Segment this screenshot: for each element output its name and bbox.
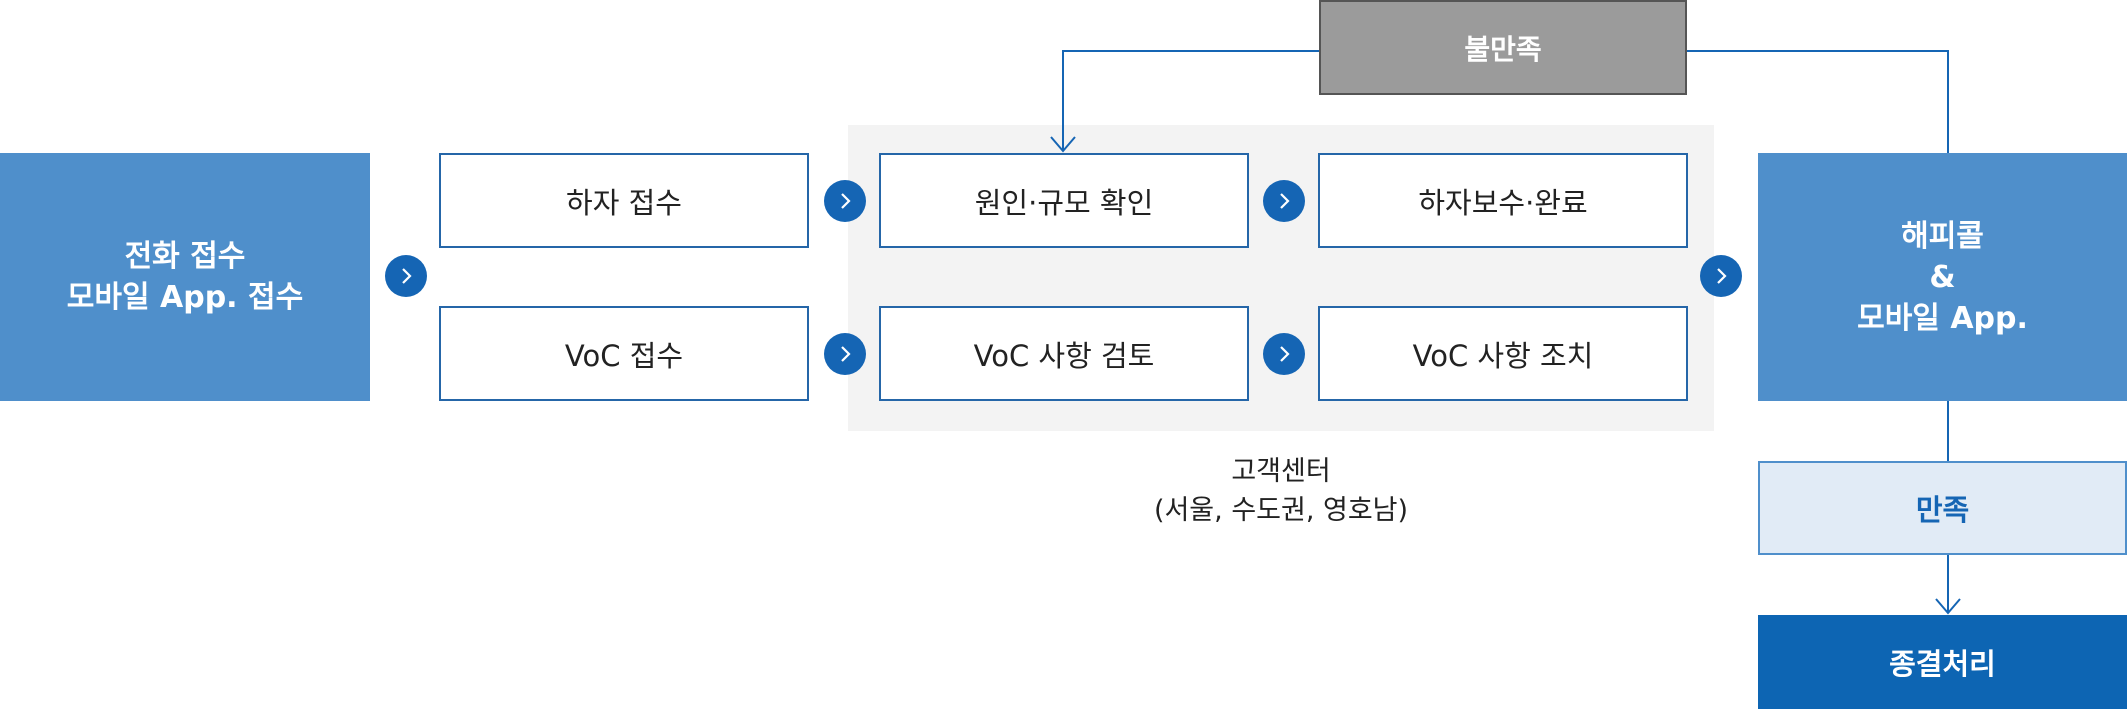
closing-label: 종결처리 [1889,647,1996,681]
chevron-right-icon [824,333,866,375]
cause-check-box: 원인·규모 확인 [879,153,1249,248]
dissatisfied-return-line [1062,50,1319,151]
chevron-right-icon [1263,180,1305,222]
happy-call-label: 해피콜 [1901,218,1984,254]
app-receipt-label: 모바일 App. 접수 [66,280,304,315]
repair-complete-label: 하자보수·완료 [1418,185,1588,220]
dissatisfied-label: 불만족 [1464,32,1542,66]
chevron-right-icon [1263,333,1305,375]
chevron-right-icon [824,180,866,222]
closing-arrowhead [1935,598,1961,615]
voc-receipt-box: VoC 접수 [439,306,809,401]
happy-call-box: 해피콜 & 모바일 App. [1758,153,2127,401]
satisfied-label: 만족 [1915,493,1970,527]
dissatisfied-arrowhead [1050,136,1076,153]
ampersand-label: & [1929,259,1956,295]
satisfied-box: 만족 [1758,461,2127,555]
chevron-right-icon [385,255,427,297]
cause-check-label: 원인·규모 확인 [974,185,1154,220]
customer-center-caption: 고객센터 (서울, 수도권, 영호남) [1100,452,1462,530]
dissatisfied-loop-line [1687,50,1949,153]
defect-receipt-box: 하자 접수 [439,153,809,248]
phone-receipt-label: 전화 접수 [124,239,246,274]
voc-review-label: VoC 사항 검토 [973,338,1155,373]
voc-review-box: VoC 사항 검토 [879,306,1249,401]
customer-center-title: 고객센터 [1231,456,1331,487]
dissatisfied-box: 불만족 [1319,0,1687,95]
voc-action-label: VoC 사항 조치 [1412,338,1594,373]
repair-complete-box: 하자보수·완료 [1318,153,1688,248]
voc-receipt-label: VoC 접수 [564,338,684,373]
defect-receipt-label: 하자 접수 [566,185,682,220]
customer-center-regions: (서울, 수도권, 영호남) [1153,495,1409,526]
closing-box: 종결처리 [1758,615,2127,709]
voc-action-box: VoC 사항 조치 [1318,306,1688,401]
chevron-right-icon [1700,255,1742,297]
phone-app-receipt-box: 전화 접수 모바일 App. 접수 [0,153,370,401]
mobile-app-label: 모바일 App. [1857,300,2028,336]
